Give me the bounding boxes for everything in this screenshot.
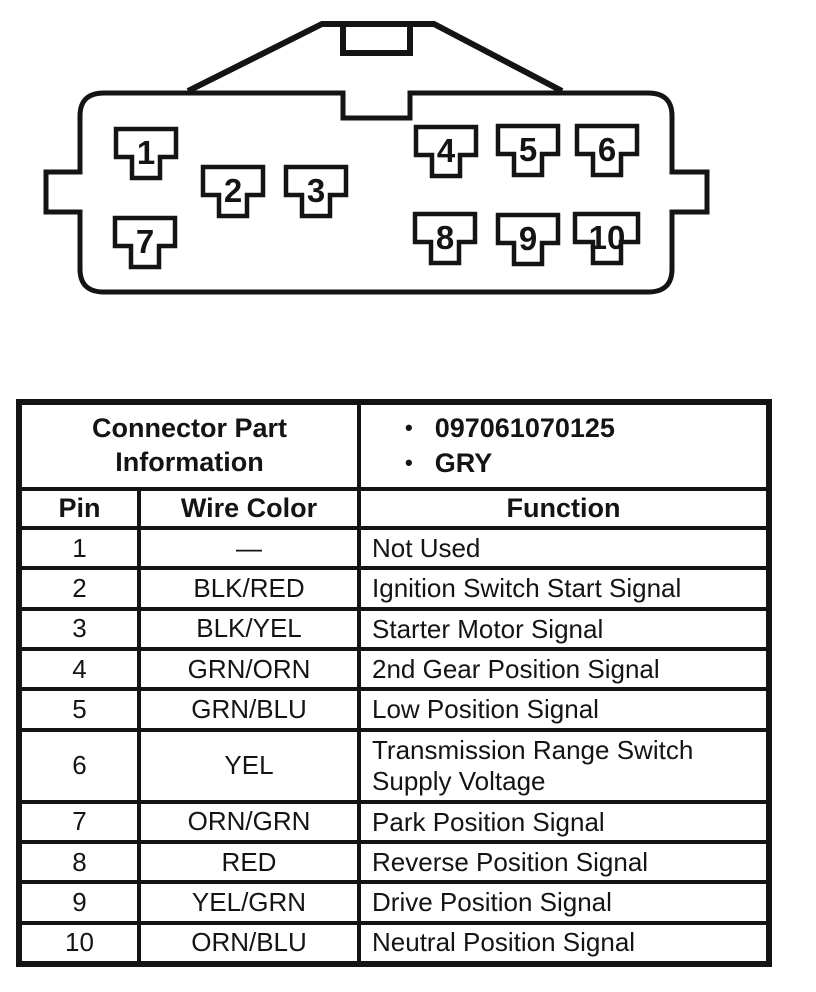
table-row-pin-5: 5 GRN/BLU Low Position Signal bbox=[17, 687, 772, 732]
pin-number-5: 5 bbox=[519, 131, 537, 168]
pin-cell: 9 bbox=[17, 880, 141, 925]
function-cell: Ignition Switch Start Signal bbox=[357, 566, 772, 611]
function-cell: Drive Position Signal bbox=[357, 880, 772, 925]
table-row-pin-7: 7 ORN/GRN Park Position Signal bbox=[17, 799, 772, 845]
pin-cavity-9: 9 bbox=[495, 212, 561, 267]
table-row-pin-3: 3 BLK/YEL Starter Motor Signal bbox=[17, 606, 772, 652]
part-info-values: • 097061070125 • GRY bbox=[357, 400, 772, 491]
pin-number-10: 10 bbox=[589, 219, 626, 256]
function-cell: Not Used bbox=[357, 526, 772, 571]
wire-color-cell: ORN/GRN bbox=[136, 799, 362, 845]
bullet-icon: • bbox=[405, 415, 413, 441]
pin-cavity-6: 6 bbox=[574, 123, 640, 178]
part-info-row: Connector Part Information • 09706107012… bbox=[16, 400, 772, 491]
function-cell: Reverse Position Signal bbox=[357, 840, 772, 885]
pin-number-9: 9 bbox=[519, 220, 537, 257]
pin-cell: 4 bbox=[17, 647, 141, 692]
table-row-pin-10: 10 ORN/BLU Neutral Position Signal bbox=[17, 920, 772, 967]
pin-cell: 3 bbox=[17, 606, 141, 652]
wire-color-cell: RED bbox=[136, 840, 362, 885]
pin-cell: 10 bbox=[17, 920, 141, 967]
pin-cavity-8: 8 bbox=[412, 211, 478, 266]
pin-cavity-1: 1 bbox=[113, 126, 179, 181]
wire-color-cell: BLK/RED bbox=[136, 566, 362, 611]
pin-cell: 1 bbox=[17, 526, 141, 571]
wire-color-cell: GRN/ORN bbox=[136, 647, 362, 692]
function-cell: Park Position Signal bbox=[357, 799, 772, 845]
pin-cavity-4: 4 bbox=[413, 124, 479, 179]
connector-pinout-table: Connector Part Information • 09706107012… bbox=[16, 399, 773, 967]
function-cell: Starter Motor Signal bbox=[357, 606, 772, 652]
pin-cavity-10: 10 bbox=[572, 211, 641, 266]
pin-number-7: 7 bbox=[136, 223, 154, 260]
function-cell: 2nd Gear Position Signal bbox=[357, 647, 772, 692]
wire-color-cell: BLK/YEL bbox=[136, 606, 362, 652]
pin-number-1: 1 bbox=[137, 134, 155, 171]
lock-rect bbox=[340, 21, 413, 56]
col-header-pin: Pin bbox=[17, 486, 141, 531]
pin-number-8: 8 bbox=[436, 219, 454, 256]
wire-color-cell: GRN/BLU bbox=[136, 687, 362, 732]
pin-cell: 8 bbox=[17, 840, 141, 885]
pin-number-4: 4 bbox=[437, 132, 456, 169]
connector-color: GRY bbox=[434, 447, 493, 478]
table-row-pin-6: 6 YEL Transmission Range Switch Supply V… bbox=[17, 727, 772, 804]
connector-color-item: • GRY bbox=[405, 446, 756, 481]
pin-cell: 6 bbox=[17, 727, 141, 804]
col-header-function: Function bbox=[357, 486, 772, 531]
function-cell: Low Position Signal bbox=[357, 687, 772, 732]
part-number: 097061070125 bbox=[434, 412, 615, 443]
wire-color-cell: YEL bbox=[136, 727, 362, 804]
wire-color-cell: YEL/GRN bbox=[136, 880, 362, 925]
table-row-pin-9: 9 YEL/GRN Drive Position Signal bbox=[17, 880, 772, 925]
table-row-pin-2: 2 BLK/RED Ignition Switch Start Signal bbox=[17, 566, 772, 611]
column-header-row: Pin Wire Color Function bbox=[17, 486, 772, 531]
pin-cavity-3: 3 bbox=[283, 164, 349, 219]
table-row-pin-1: 1 — Not Used bbox=[17, 526, 772, 571]
table-row-pin-8: 8 RED Reverse Position Signal bbox=[17, 840, 772, 885]
function-cell: Neutral Position Signal bbox=[357, 920, 772, 967]
pin-number-3: 3 bbox=[307, 172, 325, 209]
table-row-pin-4: 4 GRN/ORN 2nd Gear Position Signal bbox=[17, 647, 772, 692]
pin-cavity-7: 7 bbox=[112, 215, 178, 270]
pin-number-2: 2 bbox=[224, 172, 242, 209]
pin-number-6: 6 bbox=[598, 131, 616, 168]
col-header-wire-color: Wire Color bbox=[136, 486, 362, 531]
part-info-title: Connector Part Information bbox=[16, 400, 362, 491]
pin-cell: 2 bbox=[17, 566, 141, 611]
part-number-item: • 097061070125 bbox=[405, 411, 756, 446]
wire-color-cell: — bbox=[136, 526, 362, 571]
connector-diagram: 1 2 3 4 5 6 7 8 bbox=[0, 0, 816, 350]
function-cell: Transmission Range Switch Supply Voltage bbox=[357, 727, 772, 804]
bullet-icon: • bbox=[405, 450, 413, 476]
pin-cell: 5 bbox=[17, 687, 141, 732]
pin-cell: 7 bbox=[17, 799, 141, 845]
pin-cavity-5: 5 bbox=[495, 123, 561, 178]
connector-svg: 1 2 3 4 5 6 7 8 bbox=[43, 21, 710, 295]
wire-color-cell: ORN/BLU bbox=[136, 920, 362, 967]
pin-cavity-2: 2 bbox=[200, 164, 266, 219]
